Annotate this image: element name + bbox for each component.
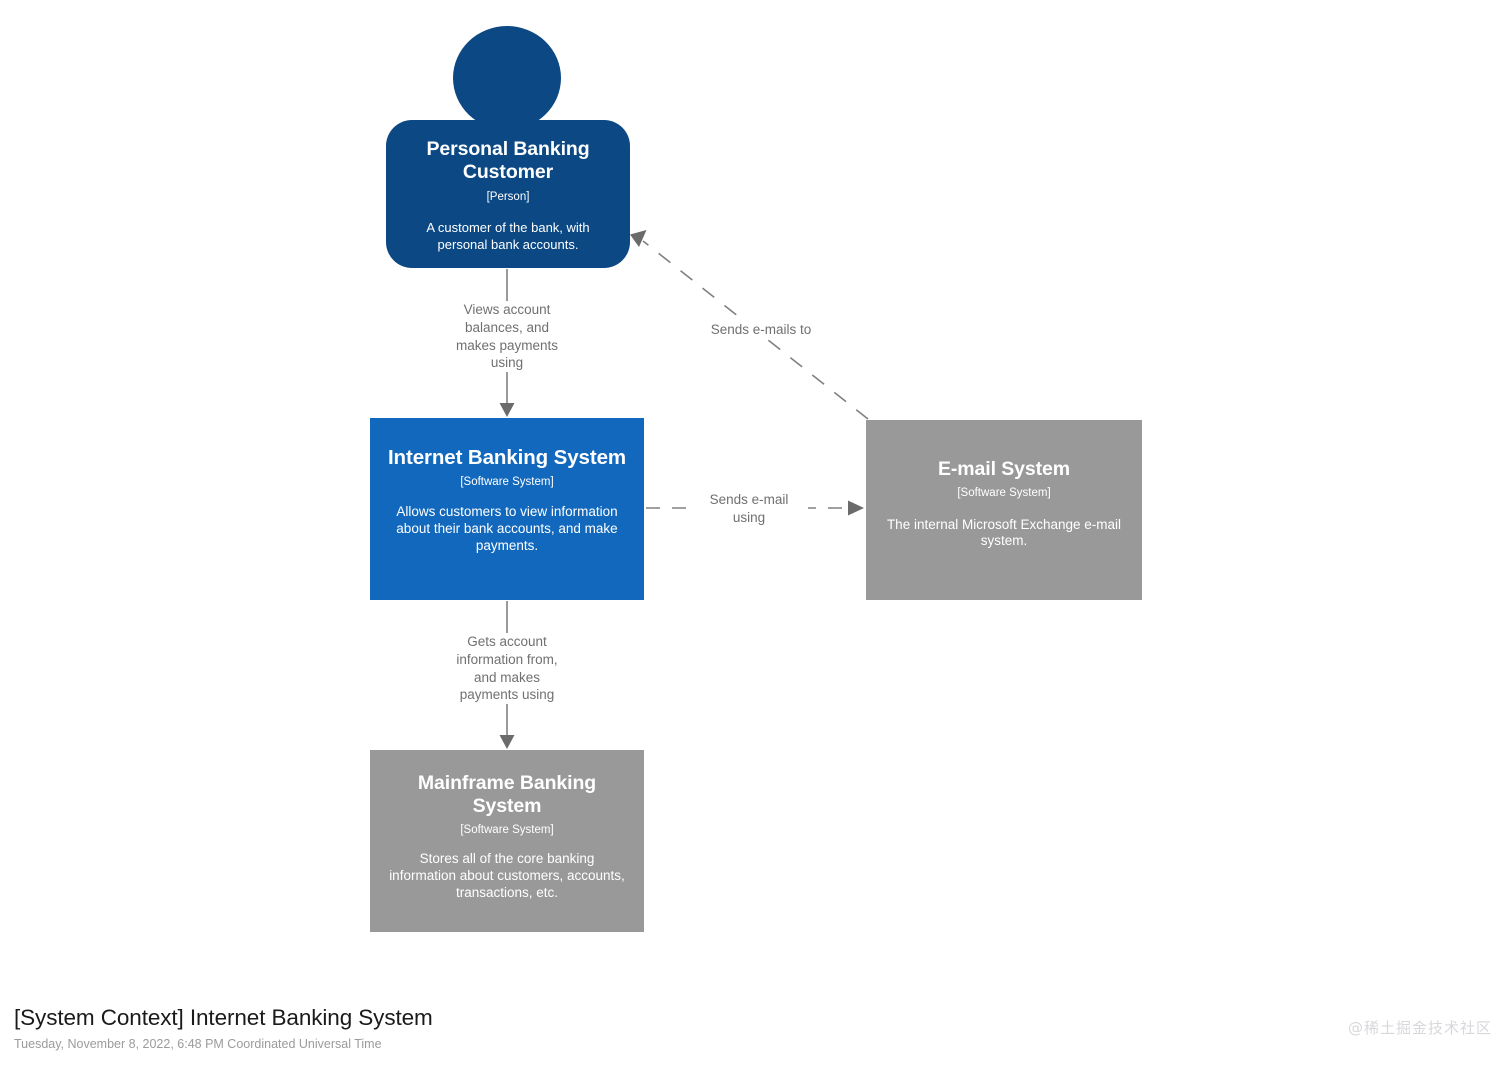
node-internet-banking-system[interactable]: Internet Banking System [Software System…: [370, 418, 644, 600]
relationship-label-internet-banking-sends-email: Sends e-mail using: [690, 491, 808, 527]
node-name: E-mail System: [937, 458, 1070, 480]
node-description: Stores all of the core banking informati…: [389, 851, 625, 901]
node-name: Personal Banking Customer: [426, 138, 590, 183]
node-name: Internet Banking System: [387, 446, 627, 469]
node-type: [Software System]: [957, 486, 1051, 499]
node-type: [Software System]: [460, 823, 554, 836]
node-description: A customer of the bank, with personal ba…: [426, 220, 590, 252]
arrowhead-down-internet-banking: [499, 403, 515, 417]
relationship-label-internet-banking-uses-mainframe: Gets account information from, and makes…: [428, 633, 586, 705]
node-personal-banking-customer[interactable]: Personal Banking Customer [Person] A cus…: [386, 120, 630, 268]
node-description: The internal Microsoft Exchange e-mail s…: [886, 516, 1122, 549]
arrowhead-upleft-customer: [630, 230, 647, 247]
node-name: Mainframe Banking System: [417, 772, 597, 817]
diagram-timestamp: Tuesday, November 8, 2022, 6:48 PM Coord…: [14, 1037, 382, 1052]
node-type: [Software System]: [460, 475, 554, 488]
person-head-icon: [453, 26, 561, 130]
node-description: Allows customers to view information abo…: [396, 503, 618, 553]
relationship-label-email-sends-to-customer: Sends e-mails to: [688, 321, 834, 339]
arrowhead-right-email-system: [848, 500, 864, 516]
relationship-label-customer-uses-internet-banking: Views account balances, and makes paymen…: [432, 301, 582, 373]
node-type: [Person]: [486, 190, 530, 203]
node-email-system[interactable]: E-mail System [Software System] The inte…: [866, 420, 1142, 600]
watermark: @稀土掘金技术社区: [1347, 1019, 1492, 1037]
diagram-footer: [System Context] Internet Banking System…: [14, 1004, 914, 1052]
node-mainframe-banking-system[interactable]: Mainframe Banking System [Software Syste…: [370, 750, 644, 932]
diagram-title: [System Context] Internet Banking System: [14, 1005, 433, 1030]
arrowhead-down-mainframe: [499, 735, 515, 749]
